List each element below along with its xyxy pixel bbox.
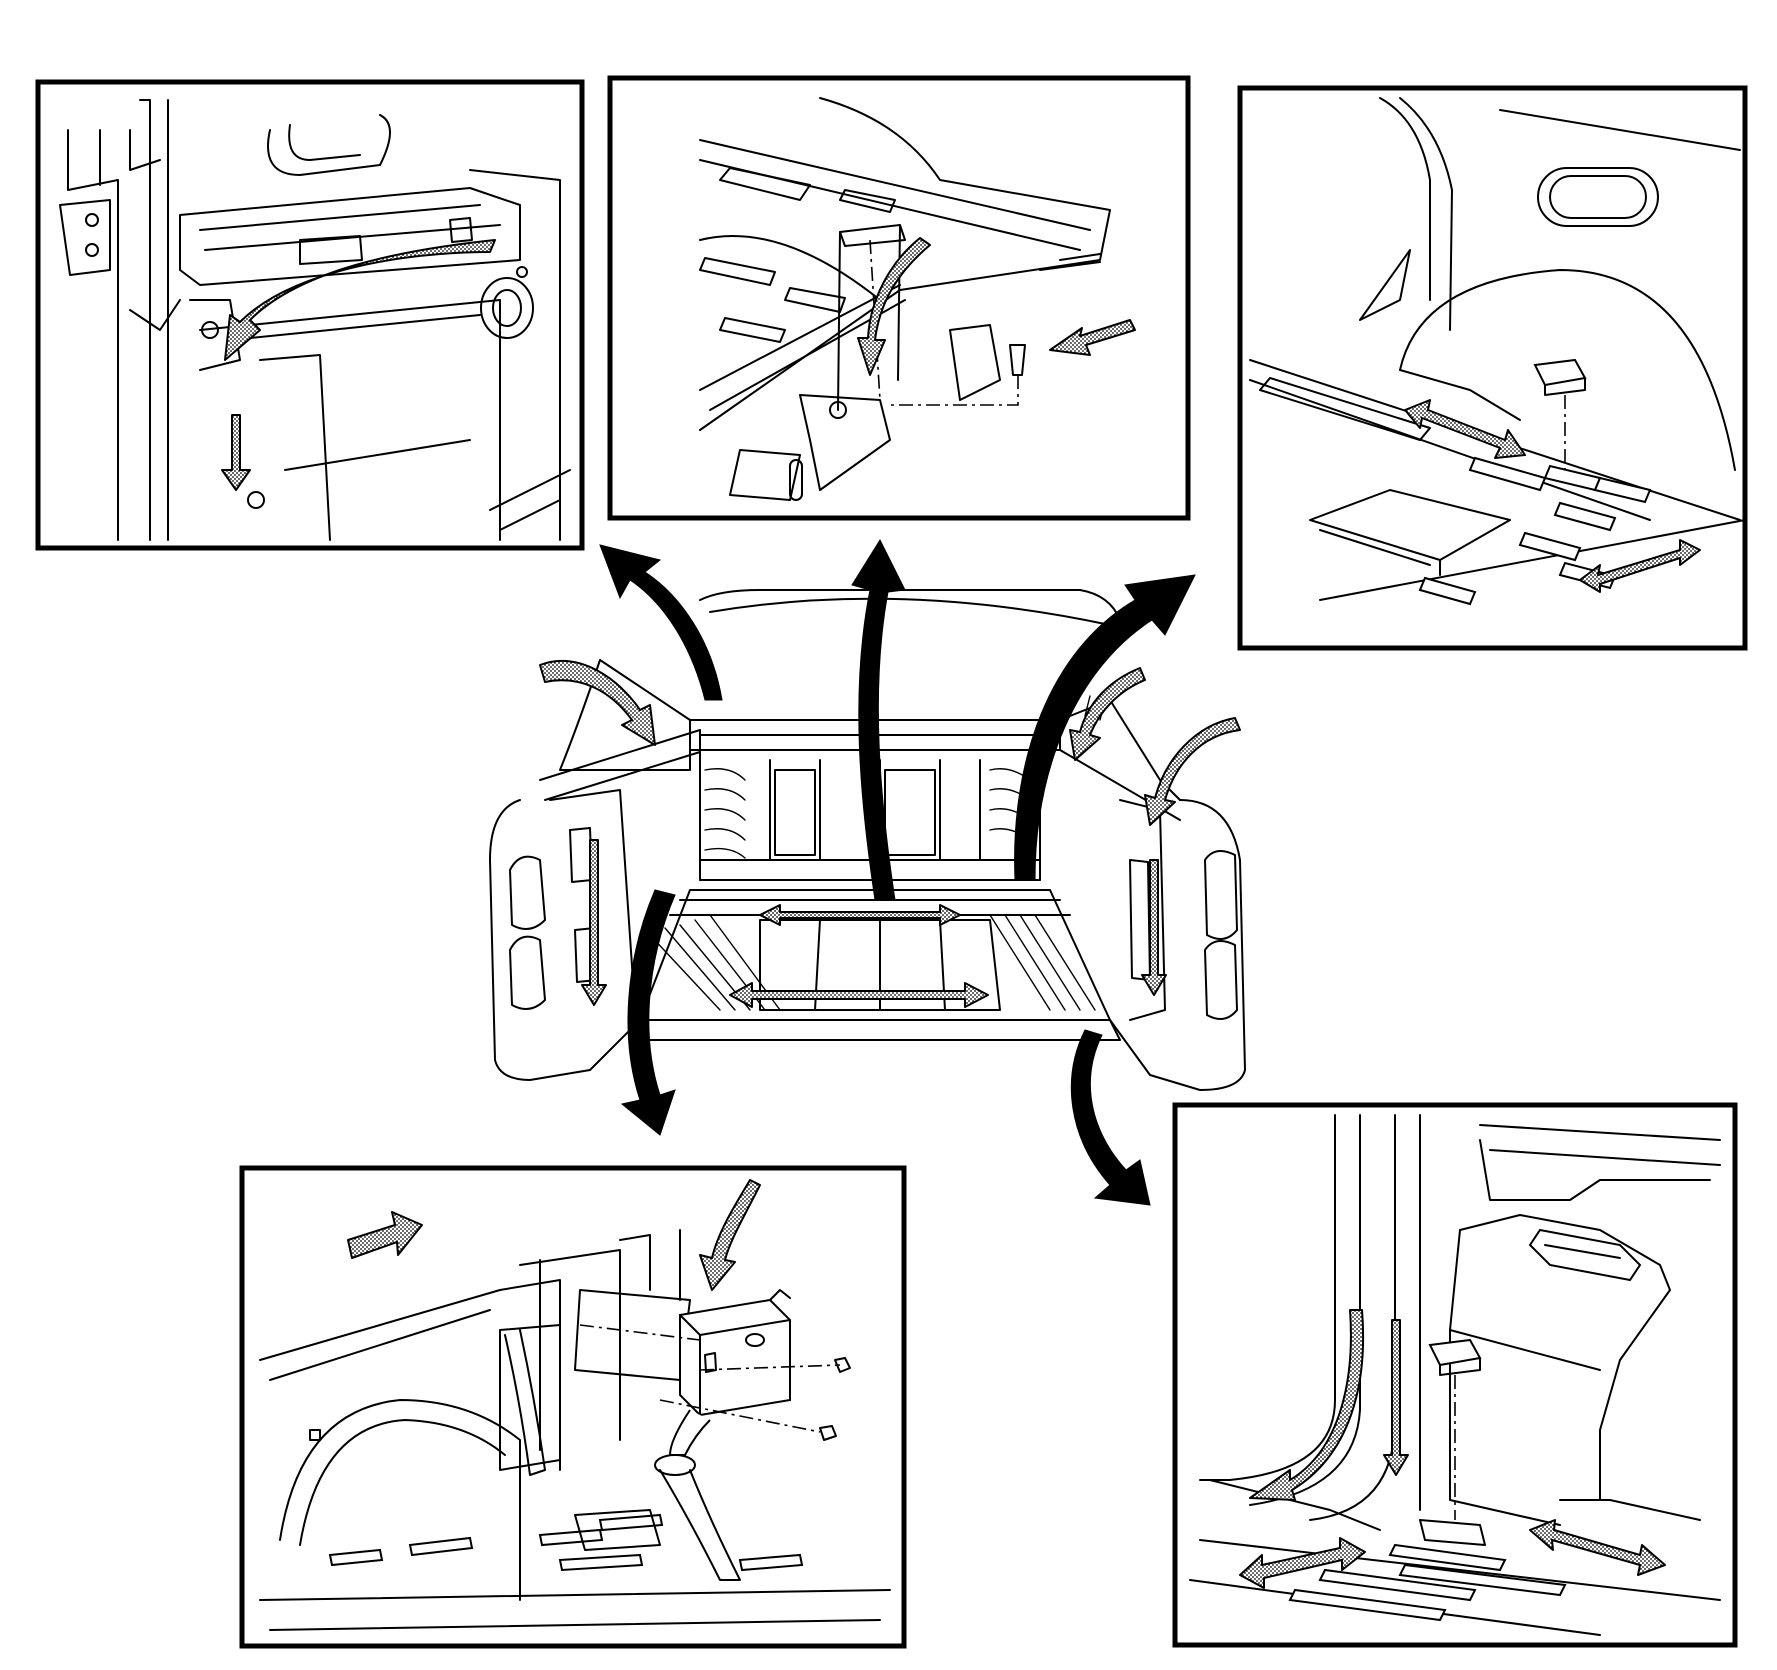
tailgate-corner-drawing (59, 99, 571, 541)
dotted-double-arrow-top-right-left (1404, 399, 1526, 459)
dotted-arrow-bottom-left-down (699, 1179, 761, 1291)
solid-arrow-to-bottom-right-panel (1070, 1029, 1151, 1206)
dotted-double-arrow-center-floor-upper (759, 904, 961, 926)
dotted-arrow-center-right-rail (1069, 667, 1146, 761)
bed-rail-drawing (699, 97, 1111, 501)
dotted-arrow-center-left-rail (539, 660, 656, 746)
detail-panel-bottom-left (239, 1165, 907, 1649)
dotted-down-arrow-top-left-panel (221, 414, 251, 491)
dotted-arrow-top-center-down (857, 237, 931, 376)
dotted-double-arrow-bottom-right-right (1529, 1519, 1666, 1576)
detail-panel-top-right (1237, 85, 1748, 651)
solid-arrow-to-bottom-left-panel (620, 889, 676, 1136)
dotted-arrow-bottom-left-forward (347, 1211, 423, 1259)
wheelhouse-floor-drawing (1249, 97, 1746, 606)
solid-arrow-to-top-right-panel (1014, 574, 1196, 881)
solid-arrow-to-top-left-panel (599, 544, 723, 701)
dotted-down-arrow-center-left-side (581, 839, 607, 1006)
detail-panel-top-center (607, 75, 1191, 521)
dotted-arrow-center-right-corner (1144, 717, 1241, 826)
detail-panel-top-left (35, 79, 585, 551)
dotted-arrow-top-left-panel (224, 239, 496, 361)
solid-arrow-to-top-center-panel (851, 538, 906, 901)
dotted-down-arrow-center-right-side (1141, 859, 1167, 996)
dotted-double-arrow-bottom-right-left (1239, 1537, 1366, 1589)
dotted-double-arrow-top-right-bottom (1579, 539, 1701, 593)
detail-panel-bottom-right (1172, 1102, 1738, 1648)
bed-side-wheelhouse-drawing (259, 1229, 891, 1631)
dotted-down-arrow-bottom-right (1383, 1319, 1409, 1476)
dotted-arrow-bottom-right-pillar (1249, 1309, 1365, 1501)
dotted-double-arrow-center-floor-lower (729, 982, 989, 1008)
dotted-arrow-top-center-left (1049, 319, 1136, 356)
tailgate-pillar-floor-drawing (1189, 1114, 1721, 1636)
